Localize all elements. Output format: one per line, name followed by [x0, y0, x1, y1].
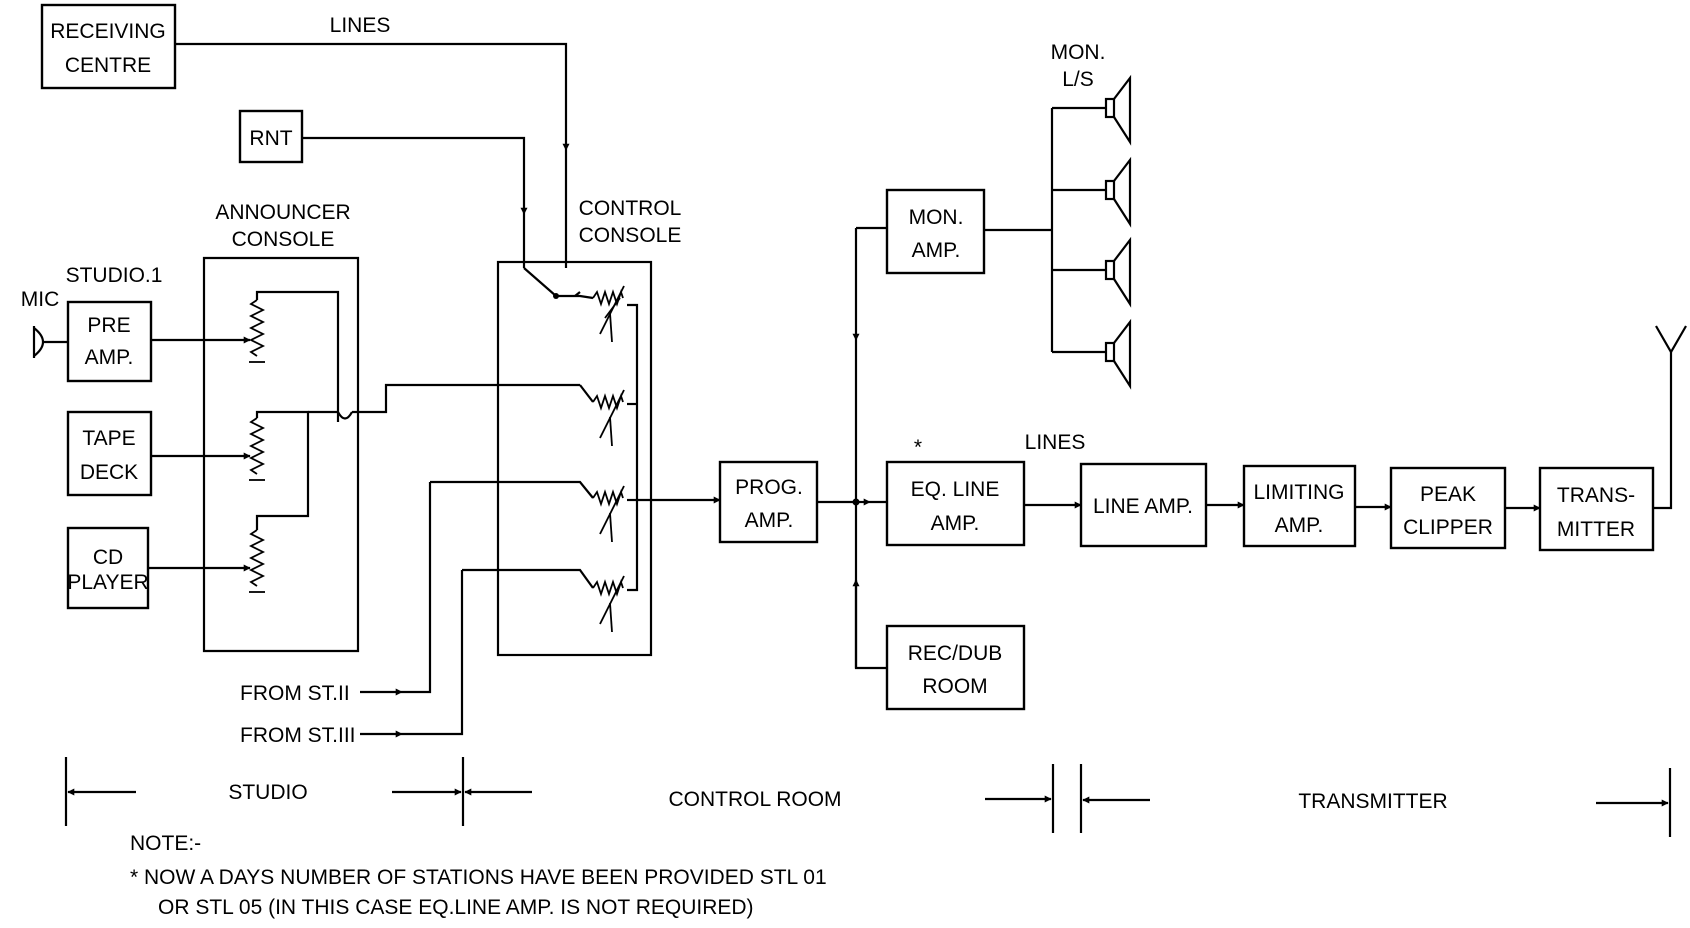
svg-text:AMP.: AMP. — [1275, 514, 1324, 537]
control-fader-icon — [592, 389, 625, 447]
announcer-console-label: ANNOUNCER — [215, 201, 350, 224]
rnt-block: RNT — [238, 109, 304, 164]
mon-ls-label-2: L/S — [1062, 68, 1094, 91]
speaker-icon — [1104, 156, 1132, 228]
svg-text:PEAK: PEAK — [1420, 483, 1476, 506]
svg-text:RNT: RNT — [249, 127, 292, 150]
svg-text:CLIPPER: CLIPPER — [1403, 516, 1493, 539]
note-line-2: OR STL 05 (IN THIS CASE EQ.LINE AMP. IS … — [158, 896, 754, 919]
svg-text:LINE AMP.: LINE AMP. — [1093, 495, 1193, 518]
svg-text:TRANS-: TRANS- — [1557, 484, 1635, 507]
svg-text:CONTROL ROOM: CONTROL ROOM — [668, 788, 841, 811]
announcer-console-label-2: CONSOLE — [232, 228, 335, 251]
note-title: NOTE:- — [130, 832, 201, 855]
asterisk-mark: * — [914, 436, 922, 459]
note-line-1: * NOW A DAYS NUMBER OF STATIONS HAVE BEE… — [130, 866, 827, 889]
lines-label-mid: LINES — [1025, 431, 1086, 454]
control-fader-icon — [592, 285, 625, 343]
fader-icon — [248, 299, 266, 363]
control-fader-icon — [592, 575, 625, 633]
svg-text:STUDIO: STUDIO — [228, 781, 307, 804]
pre-amp-block: PRE AMP. — [66, 300, 153, 383]
control-fader-icon — [592, 485, 625, 543]
speaker-icon — [1104, 318, 1132, 390]
prog-amp-block: PROG. AMP. — [718, 460, 819, 544]
cd-player-block: CD PLAYER — [66, 526, 150, 610]
svg-text:ROOM: ROOM — [922, 675, 987, 698]
control-console-label-2: CONSOLE — [579, 224, 682, 247]
studio1-label: STUDIO.1 — [66, 264, 163, 287]
antenna-icon — [1653, 325, 1687, 510]
svg-text:PLAYER: PLAYER — [67, 571, 148, 594]
section-studio: STUDIO — [64, 757, 462, 826]
footnote: NOTE:- * NOW A DAYS NUMBER OF STATIONS H… — [130, 832, 827, 919]
peak-clipper-block: PEAK CLIPPER — [1389, 466, 1507, 550]
mon-amp-block: MON. AMP. — [885, 188, 986, 275]
svg-text:TRANSMITTER: TRANSMITTER — [1298, 790, 1447, 813]
svg-text:AMP.: AMP. — [912, 239, 961, 262]
section-control-room: CONTROL ROOM — [464, 788, 1052, 811]
speaker-icon — [1104, 236, 1132, 308]
announcer-console — [202, 256, 360, 653]
line-amp-block: LINE AMP. — [1079, 462, 1208, 548]
svg-text:TAPE: TAPE — [82, 427, 135, 450]
svg-text:RECEIVING: RECEIVING — [50, 20, 166, 43]
mon-ls-label: MON. — [1051, 41, 1106, 64]
svg-text:AMP.: AMP. — [931, 512, 980, 535]
eq-line-amp-block: EQ. LINE AMP. — [885, 460, 1026, 547]
rec-dub-room-block: REC/DUB ROOM — [885, 624, 1026, 711]
svg-text:EQ. LINE: EQ. LINE — [911, 478, 1000, 501]
limiting-amp-block: LIMITING AMP. — [1242, 464, 1357, 548]
svg-text:LIMITING: LIMITING — [1253, 481, 1344, 504]
mic-label: MIC — [21, 288, 60, 311]
svg-text:AMP.: AMP. — [745, 509, 794, 532]
svg-text:CD: CD — [93, 546, 123, 569]
svg-text:AMP.: AMP. — [85, 346, 134, 369]
section-transmitter: TRANSMITTER — [1082, 790, 1669, 813]
from-st3-label: FROM ST.III — [240, 724, 356, 747]
transmitter-block: TRANS- MITTER — [1538, 466, 1655, 552]
from-st2-label: FROM ST.II — [240, 682, 350, 705]
svg-text:REC/DUB: REC/DUB — [908, 642, 1003, 665]
lines-label-top: LINES — [330, 14, 391, 37]
tape-deck-block: TAPE DECK — [66, 410, 153, 497]
svg-text:PROG.: PROG. — [735, 476, 803, 499]
svg-text:MITTER: MITTER — [1557, 518, 1635, 541]
control-console-label: CONTROL — [579, 197, 682, 220]
svg-text:PRE: PRE — [87, 314, 130, 337]
svg-text:CENTRE: CENTRE — [65, 54, 151, 77]
speaker-icon — [1104, 74, 1132, 146]
svg-text:DECK: DECK — [80, 461, 138, 484]
svg-text:MON.: MON. — [909, 206, 964, 229]
control-console — [496, 260, 653, 657]
receiving-centre-block: RECEIVING CENTRE — [40, 3, 177, 90]
fader-icon — [248, 417, 266, 481]
fader-icon — [248, 529, 266, 593]
microphone-icon — [32, 326, 68, 358]
